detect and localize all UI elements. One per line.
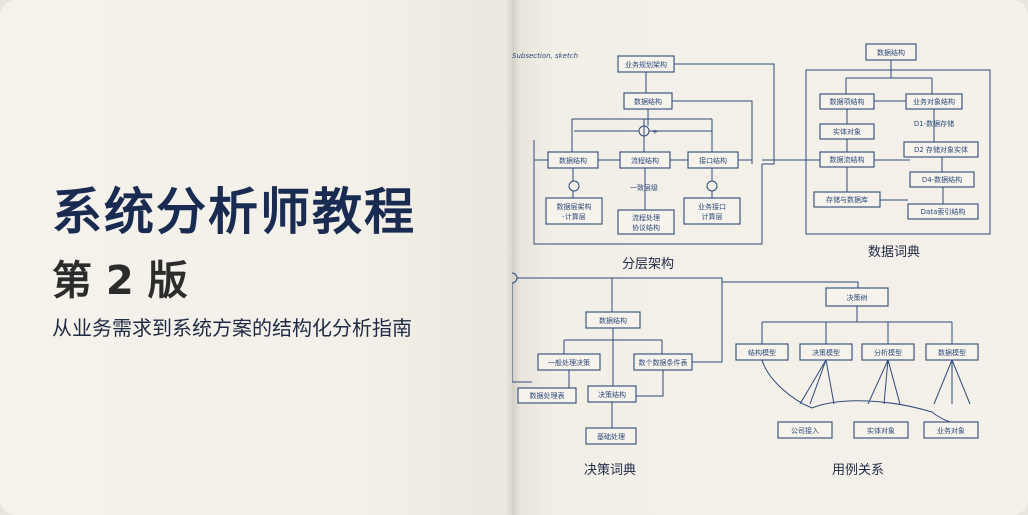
decision-caption: 决策词典 [584,462,636,478]
book-title: 系统分析师教程 [52,183,416,241]
sketch-diagram: Subsection, sketch 业务规划架构 数据结构 + 数据结构 流程… [512,43,991,478]
decision-mid-left-label: 一般处理决策 [548,358,590,367]
layered-top-lines [645,63,775,165]
dd-left-label-4: 存储与数据库 [826,195,868,204]
layered-row-label-2: 流程结构 [631,156,659,165]
usecase-root-label: 决策树 [847,293,868,302]
layered-sub-box-1 [545,197,603,225]
decision-top-label: 数据结构 [599,316,627,325]
decision-side-label: 数据处理表 [530,391,565,400]
layered-row-label-3: 接口结构 [699,156,727,165]
left-page: 系统分析师教程 第 2 版 从业务需求到系统方案的结构化分析指南 [0,0,512,515]
layered-down-lines [572,168,713,210]
usecase-leaf-1 [777,421,833,439]
usecase-leaf-label-1: 公司接入 [791,426,819,435]
dd-right-label-1: 业务对象结构 [913,97,955,106]
book-spine [506,0,520,515]
layered-sub-label-1a: 数据层架构 [557,202,592,211]
decision-side-box [517,387,577,404]
data-dictionary: 数据结构 数据项结构 实体对象 数据流结构 存储与数据库 业务对象结构 D1-数… [762,43,991,260]
usecase-caption: 用例关系 [832,463,884,478]
usecase-node-label-3: 分析模型 [874,348,902,357]
layered-distribution-lines [571,118,713,152]
layered-caption: 分层架构 [622,257,674,272]
usecase-entry-line [721,281,859,362]
layered-sub-box-3 [683,197,741,225]
layered-sub-box-2 [617,209,675,235]
decision-bottom-label: 基础处理 [597,432,625,441]
usecase-leaf-label-2: 实体对象 [867,426,895,435]
layered-mid-label: 数据结构 [634,97,662,106]
dd-top-label: 数据结构 [877,48,905,57]
layered-sub-label-3a: 业务接口 [698,202,726,211]
layered-frame-lines [533,140,763,245]
layered-top-label: 业务规划架构 [625,60,667,69]
decision-entry-node [512,272,518,284]
layered-sub-label-1b: -计算层 [562,212,586,221]
layered-node-left [568,180,580,192]
layered-plus-label: + [652,128,658,136]
dd-right-label-3: D2 存储对象实体 [914,145,968,154]
book-edition: 第 2 版 [52,258,188,304]
layered-node-right [706,180,718,192]
dd-frame [805,69,991,235]
use-case-relations: 决策树 结构模型 决策模型 分析模型 数据模型 公司接入 实体对象 业务对象 用… [721,281,979,478]
usecase-node-label-2: 决策模型 [812,348,840,357]
usecase-leaf-2 [853,421,909,439]
usecase-leaf-label-3: 业务对象 [937,426,965,435]
corner-note: Subsection, sketch [512,52,578,60]
dd-right-label-5: Data索引结构 [921,207,966,216]
layered-sub-label-2b: 协议结构 [632,223,660,232]
dd-right-box-3 [903,141,979,158]
layered-sub-label-2a: 流程处理 [632,213,660,222]
decision-dictionary: 数据结构 一般处理决策 数个数据条件表 数据处理表 决策结构 基础处理 决策词典 [512,272,723,478]
book-subtitle: 从业务需求到系统方案的结构化分析指南 [52,316,412,340]
usecase-branch-lines [761,306,953,344]
layered-row-label-1: 数据结构 [559,156,587,165]
decision-bottom-box [585,427,637,445]
usecase-leaf-3 [923,421,979,439]
usecase-tangle-lines [761,359,971,425]
dd-left-label-2: 实体对象 [833,127,861,136]
decision-lower-label: 决策结构 [598,390,626,399]
layered-sub-label-3b: 计算层 [702,212,723,221]
usecase-node-label-4: 数据模型 [938,348,966,357]
dd-left-label-1: 数据项结构 [830,97,865,106]
dd-left-label-3: 数据流结构 [830,155,865,164]
layered-note: 一致层级 [630,183,658,192]
dd-right-lines [762,100,944,204]
layered-architecture: 业务规划架构 数据结构 + 数据结构 流程结构 接口结构 一致层级 数据层架构 … [533,55,775,272]
usecase-node-label-1: 结构模型 [748,348,776,357]
dd-top-lines [845,60,933,94]
dd-caption: 数据词典 [868,245,920,260]
decision-mid-right-label: 数个数据条件表 [639,358,688,367]
dd-right-label-4: D4-数据结构 [922,175,962,184]
